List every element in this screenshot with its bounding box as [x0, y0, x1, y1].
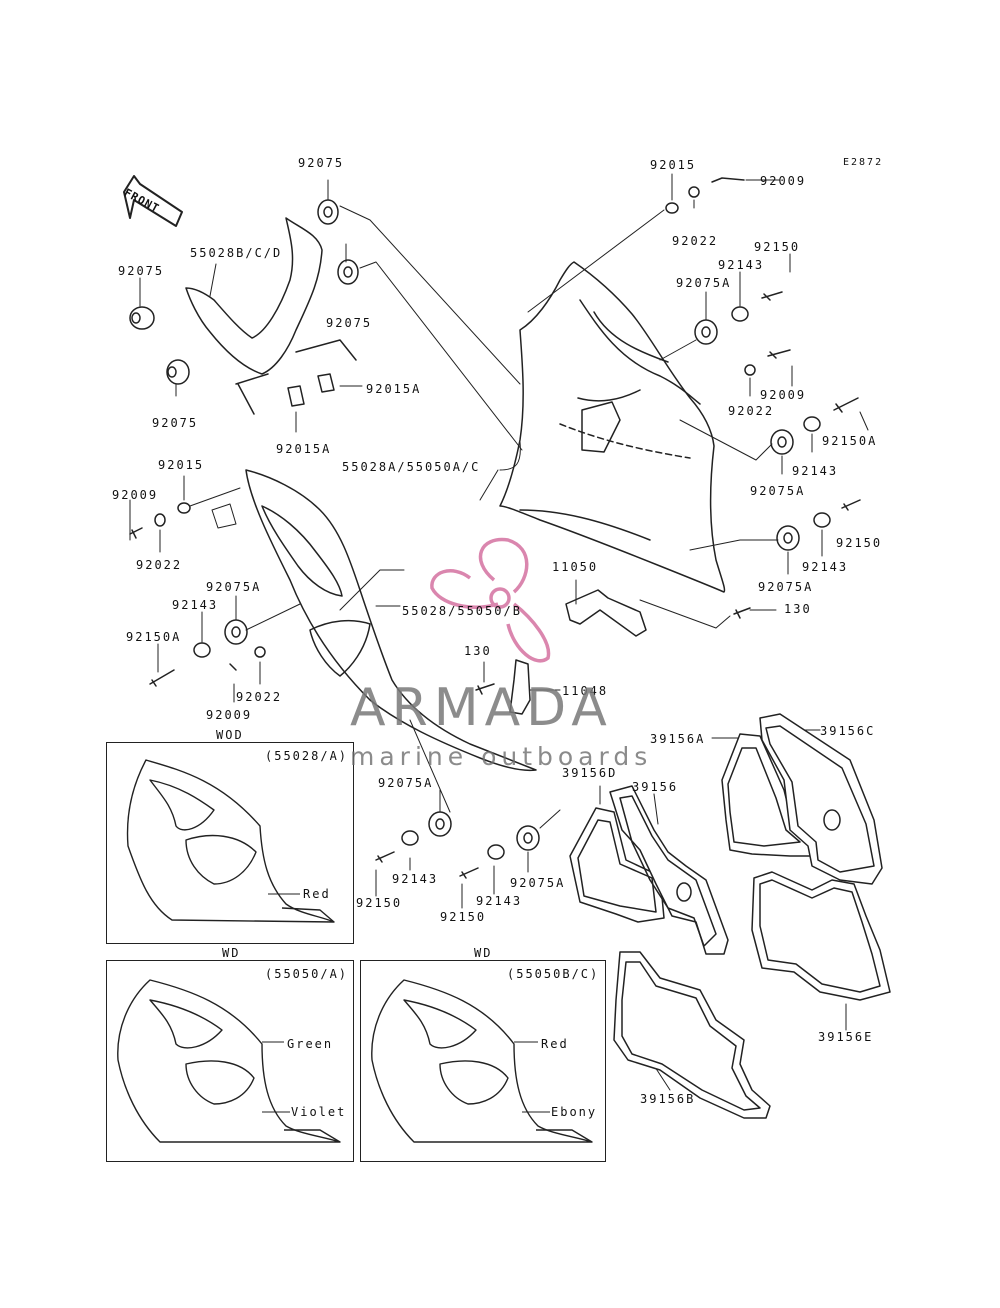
part-label-55028bcd: 55028B/C/D: [190, 246, 283, 260]
bracket-part: [565, 589, 647, 637]
part-label-92150-c2: 92150: [440, 910, 487, 924]
inset-market-3: WD: [474, 946, 493, 960]
part-label-92143-top: 92143: [718, 258, 765, 272]
inset-market-1: WOD: [216, 728, 244, 742]
part-label-92022-top: 92022: [672, 234, 719, 248]
part-label-92075-left: 92075: [118, 264, 165, 278]
part-label-92015a-b: 92015A: [276, 442, 332, 456]
upper-side-cowl-part: [499, 261, 726, 593]
part-label-92015-top: 92015: [650, 158, 697, 172]
part-label-39156d: 39156D: [562, 766, 618, 780]
part-label-92143-c1: 92143: [392, 872, 439, 886]
part-label-92075-mid: 92075: [326, 316, 373, 330]
part-label-39156c: 39156C: [820, 724, 876, 738]
pad-39156E: [751, 871, 891, 1001]
part-label-92150-top: 92150: [754, 240, 801, 254]
inset-market-2: WD: [222, 946, 241, 960]
inset-code: (55028/A): [265, 749, 349, 763]
color-label-violet: Violet: [291, 1105, 347, 1119]
part-label-130-c: 130: [464, 644, 492, 658]
part-label-39156: 39156: [632, 780, 679, 794]
part-label-92009-l: 92009: [112, 488, 159, 502]
color-label-ebony: Ebony: [551, 1105, 598, 1119]
part-label-39156b: 39156B: [640, 1092, 696, 1106]
inset-code: (55050B/C): [507, 967, 600, 981]
lower-cowl-part: [245, 469, 537, 772]
inset-variant-3: (55050B/C) Red Ebony: [360, 960, 606, 1162]
pad-39156C: [759, 713, 883, 885]
color-label-red: Red: [303, 887, 331, 901]
part-label-92150a-r: 92150A: [822, 434, 878, 448]
part-label-39156e: 39156E: [818, 1030, 874, 1044]
part-label-92075a-r2: 92075A: [758, 580, 814, 594]
part-label-92015a-a: 92015A: [366, 382, 422, 396]
part-label-39156a: 39156A: [650, 732, 706, 746]
part-label-92143-l: 92143: [172, 598, 219, 612]
watermark-logo-icon: [430, 537, 551, 663]
color-label-green: Green: [287, 1037, 334, 1051]
part-label-92022-l: 92022: [136, 558, 183, 572]
inset-fairing-3: [371, 979, 593, 1143]
part-label-92022-r: 92022: [728, 404, 775, 418]
part-label-92143-r: 92143: [792, 464, 839, 478]
part-label-130-r: 130: [784, 602, 812, 616]
part-label-92015-l: 92015: [158, 458, 205, 472]
part-label-92075-low: 92075: [152, 416, 199, 430]
part-label-92075-top: 92075: [298, 156, 345, 170]
part-label-11048: 11048: [562, 684, 609, 698]
part-label-92075a-r: 92075A: [750, 484, 806, 498]
inset-variant-2: (55050/A) Green Violet: [106, 960, 354, 1162]
part-label-92009-l2: 92009: [206, 708, 253, 722]
part-label-92150-r2: 92150: [836, 536, 883, 550]
inset-fairing-2: [117, 979, 341, 1143]
part-label-92075a-c: 92075A: [378, 776, 434, 790]
part-label-92143-r2: 92143: [802, 560, 849, 574]
inner-cowl-part: [185, 217, 323, 375]
color-label-red: Red: [541, 1037, 569, 1051]
inset-code: (55050/A): [265, 967, 349, 981]
front-arrow-icon: [123, 175, 183, 227]
watermark-subtitle: marine outboards: [350, 742, 653, 771]
part-label-92075a-top: 92075A: [676, 276, 732, 290]
part-label-92150-c1: 92150: [356, 896, 403, 910]
part-label-92143-c2: 92143: [476, 894, 523, 908]
part-label-92009-top: 92009: [760, 174, 807, 188]
pad-39156D: [569, 807, 665, 923]
pad-39156B: [613, 951, 771, 1119]
inset-fairing-1: [126, 759, 335, 923]
part-label-11050: 11050: [552, 560, 599, 574]
diagram-code: E2872: [843, 157, 884, 168]
part-label-92009-r: 92009: [760, 388, 807, 402]
part-label-92075a-c2: 92075A: [510, 876, 566, 890]
pad-39156: [609, 785, 729, 955]
part-label-92022-l2: 92022: [236, 690, 283, 704]
part-label-92075a-l: 92075A: [206, 580, 262, 594]
part-label-92150a-l: 92150A: [126, 630, 182, 644]
part-label-55028a: 55028A/55050A/C: [342, 460, 481, 474]
part-label-55028-55050b: 55028/55050/B: [402, 604, 522, 618]
inset-variant-1: (55028/A) Red: [106, 742, 354, 944]
watermark-title: ARMADA: [350, 678, 613, 738]
